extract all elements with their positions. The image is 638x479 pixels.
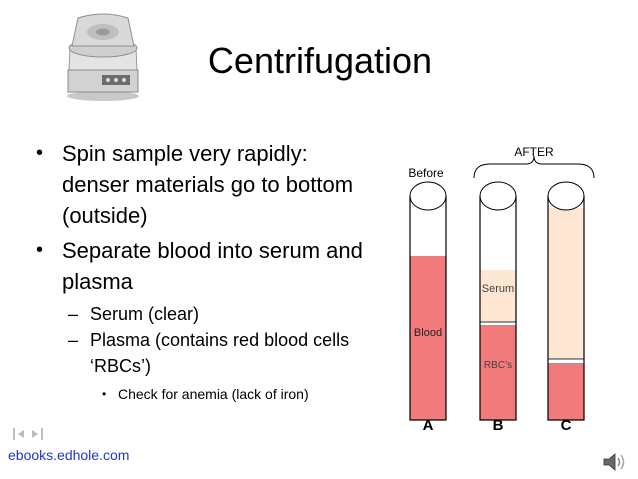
after-label: AFTER <box>514 145 554 159</box>
before-label: Before <box>408 166 444 180</box>
centrifuge-image <box>67 13 139 101</box>
speaker-icon[interactable] <box>600 450 628 474</box>
tube-c: C <box>547 181 585 434</box>
slide-title: Centrifugation <box>207 40 433 81</box>
navigation-icon[interactable] <box>10 427 46 441</box>
footer-link[interactable]: ebooks.edhole.com <box>8 447 130 463</box>
tube-a: Blood A <box>409 181 447 434</box>
bullet-item: Spin sample very rapidly: denser materia… <box>30 138 380 231</box>
tube-b-rbc-label: RBC’s <box>484 360 512 371</box>
tube-b: Serum RBC’s B <box>479 181 517 434</box>
after-brace <box>473 155 595 179</box>
tube-b-letter: B <box>493 417 504 434</box>
bullet-item: Separate blood into serum and plasma <box>30 235 380 297</box>
sub-bullet-text: Serum (clear) <box>90 304 200 324</box>
tube-b-serum-label: Serum <box>482 283 514 295</box>
tube-c-letter: C <box>561 417 572 434</box>
bullet-list: Spin sample very rapidly: denser materia… <box>30 138 380 405</box>
tube-a-blood-label: Blood <box>414 327 442 339</box>
tube-a-letter: A <box>423 417 434 434</box>
sub-bullet-item: –Serum (clear) <box>68 304 200 324</box>
tube-diagram: AFTER Before Blood A Serum RBC’s B <box>408 145 595 434</box>
sub-bullet-text: Plasma (contains red blood cells ‘RBCs’) <box>90 330 350 376</box>
sub-sub-bullet-item: Check for anemia (lack of iron) <box>30 383 380 405</box>
sub-bullet-item: –Plasma (contains red blood cells ‘RBCs’… <box>68 330 350 376</box>
